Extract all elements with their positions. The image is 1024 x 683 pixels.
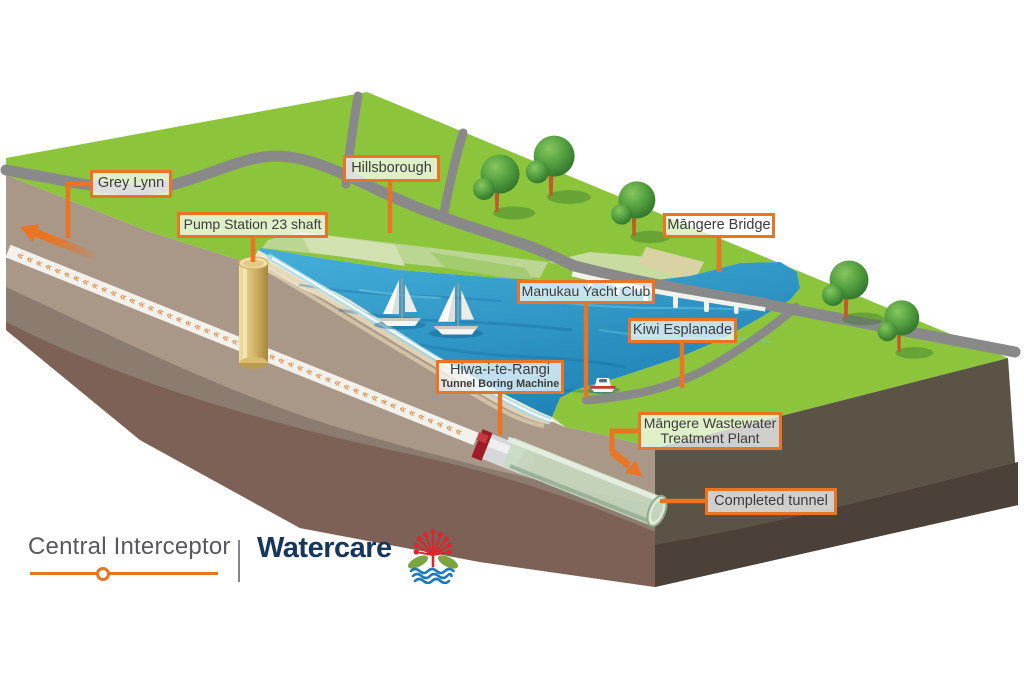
callout-mangere-bridge: Māngere Bridge [663,213,775,238]
callout-pump-station: Pump Station 23 shaft [177,212,328,238]
callout-manukau-yacht-club: Manukau Yacht Club [517,280,655,304]
completed-tunnel-pipe [502,436,668,528]
connector-grey-lynn [65,181,92,238]
callout-kiwi-esplanade: Kiwi Esplanade [628,318,737,343]
flow-arrow-treatment-plant [609,428,642,476]
callout-completed-tunnel: Completed tunnel [705,488,837,515]
motorboat-icon [586,378,620,394]
label-connectors [65,180,722,504]
callout-treatment-plant: Māngere Wastewater Treatment Plant [638,412,782,450]
shore-terraces [262,232,704,282]
flow-arrow-grey-lynn [20,224,99,261]
callout-grey-lynn: Grey Lynn [90,170,172,198]
tbm-cutterhead-ring [471,429,493,461]
pump-station-shaft [238,256,269,369]
cross-section-right-face [655,358,1018,587]
callout-hillsborough: Hillsborough [343,155,440,182]
callout-tbm: Hiwa-i-te-Rangi Tunnel Boring Machine [436,360,564,394]
branch-road-east [438,128,468,223]
